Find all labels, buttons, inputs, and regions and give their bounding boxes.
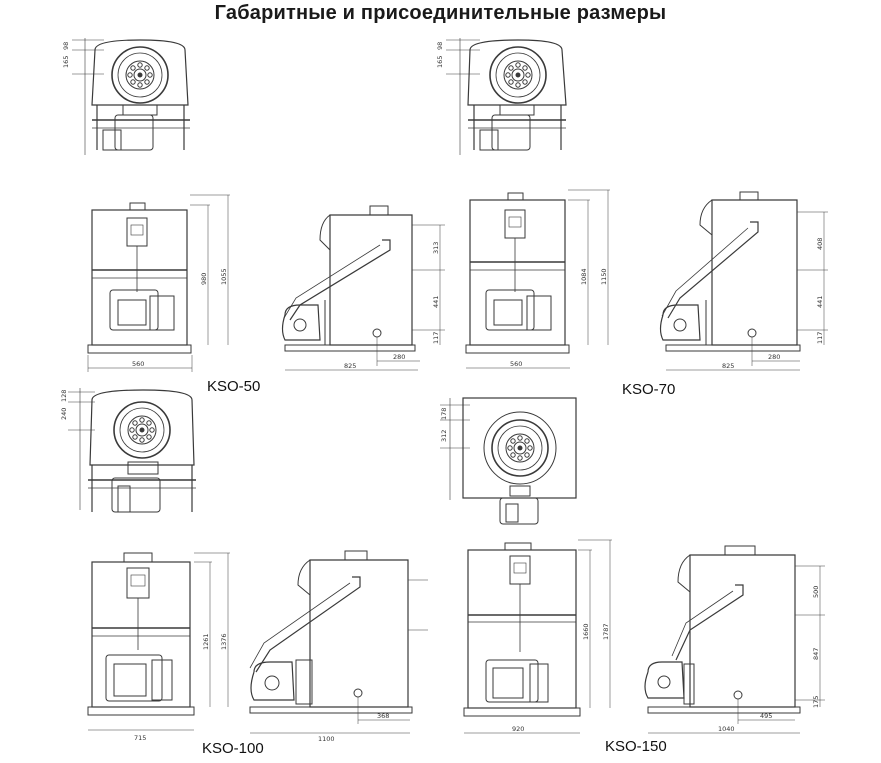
kso50-front-view: [87, 194, 230, 372]
kso100-dim-flange: 368: [377, 712, 389, 720]
kso50-dim-flange: 280: [393, 353, 405, 361]
model-label-kso150: KSO-150: [605, 738, 667, 755]
kso150-dim-top-a: 178: [440, 408, 448, 420]
kso70-dim-v3: 117: [816, 332, 824, 344]
kso70-dim-h-inner: 1084: [580, 268, 588, 285]
kso50-dim-top-b: 98: [62, 42, 70, 50]
kso50-dim-h-inner: 980: [200, 273, 208, 285]
kso70-dim-h-total: 1150: [600, 268, 608, 285]
kso50-dim-width: 560: [132, 360, 144, 368]
kso50-dim-top-a: 165: [62, 56, 70, 68]
page-title: Габаритные и присоединительные размеры: [214, 2, 667, 24]
kso150-dim-v2: 847: [812, 648, 820, 660]
kso150-dim-top-b: 312: [440, 430, 448, 442]
kso150-side-view: [644, 545, 825, 734]
kso100-dim-top-b: 128: [60, 390, 68, 402]
model-label-kso70: KSO-70: [622, 381, 676, 398]
kso70-top-view: [446, 38, 567, 155]
kso70-dim-width: 560: [510, 360, 522, 368]
model-label-kso100: KSO-100: [202, 740, 264, 757]
kso70-dim-v2: 441: [816, 296, 824, 308]
kso70-dim-flange: 280: [768, 353, 780, 361]
kso100-top-view: [68, 388, 196, 513]
kso50-dim-depth: 825: [344, 362, 356, 370]
kso100-dim-h-total: 1376: [220, 633, 228, 650]
kso70-dim-top-b: 98: [436, 42, 444, 50]
kso150-dim-h-inner: 1660: [582, 623, 590, 640]
kso150-dim-v3: 175: [812, 696, 820, 708]
kso50-dim-v3: 117: [432, 332, 440, 344]
kso50-dim-v1: 313: [432, 242, 440, 254]
kso100-dim-width: 715: [134, 734, 146, 742]
kso150-dim-v1: 500: [812, 586, 820, 598]
kso150-dim-width: 920: [512, 725, 524, 733]
kso150-front-view: [463, 539, 612, 734]
kso100-dim-h-inner: 1261: [202, 633, 210, 650]
kso70-dim-top-a: 165: [436, 56, 444, 68]
kso70-dim-v1: 408: [816, 238, 824, 250]
model-label-kso50: KSO-50: [207, 378, 261, 395]
kso70-side-view: [659, 191, 828, 371]
kso50-side-view: [281, 205, 445, 371]
kso150-dim-flange: 495: [760, 712, 772, 720]
kso70-dim-depth: 825: [722, 362, 734, 370]
kso100-front-view: [87, 552, 230, 731]
kso100-side-view: [249, 550, 428, 734]
kso50-dim-h-total: 1055: [220, 268, 228, 285]
kso100-dim-top-a: 240: [60, 408, 68, 420]
kso100-dim-depth: 1100: [318, 735, 335, 743]
kso70-front-view: [465, 189, 610, 369]
kso150-dim-depth: 1040: [718, 725, 735, 733]
kso150-top-view: [440, 397, 577, 525]
kso150-dim-h-total: 1787: [602, 623, 610, 640]
kso50-dim-v2: 441: [432, 296, 440, 308]
kso50-top-view: [72, 38, 190, 155]
